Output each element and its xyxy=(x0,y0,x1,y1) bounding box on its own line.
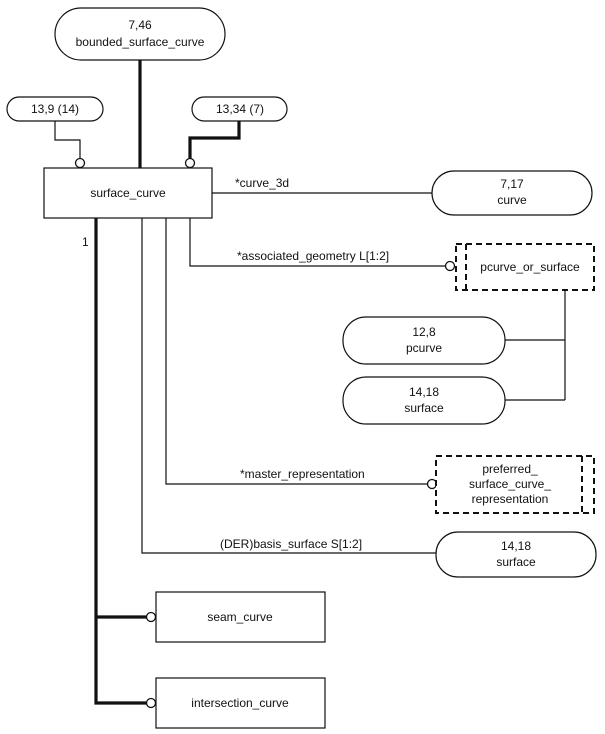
attr-line-associated-geometry xyxy=(189,218,446,267)
page-ref-label: 13,9 (14) xyxy=(31,102,79,116)
ref-name: surface xyxy=(404,401,444,415)
page-ref-13-9[interactable]: 13,9 (14) xyxy=(6,96,104,122)
type-preferred-surface-curve-representation[interactable]: preferred_ surface_curve_ representation xyxy=(435,455,595,514)
select-pcurve-or-surface[interactable]: pcurve_or_surface xyxy=(455,243,595,291)
type-name-line: preferred_ xyxy=(482,462,538,476)
type-name-line: representation xyxy=(472,492,549,506)
attr-label-master-representation: *master_representation xyxy=(240,467,365,481)
attr-label-curve-3d: *curve_3d xyxy=(235,176,289,190)
select-name: pcurve_or_surface xyxy=(480,260,580,274)
ref-number: 12,8 xyxy=(412,325,436,339)
attr-line-master-representation xyxy=(165,218,428,485)
relationship-circle xyxy=(145,611,157,623)
page-ref-link-left xyxy=(54,121,81,160)
entity-seam-curve[interactable]: seam_curve xyxy=(155,591,326,643)
ref-name: curve xyxy=(497,193,527,207)
ref-number: 14,18 xyxy=(501,539,531,553)
ref-name: surface xyxy=(496,555,536,569)
ref-surface-select[interactable]: 14,18 surface xyxy=(342,376,506,425)
relationship-circle xyxy=(145,697,157,709)
relationship-circle xyxy=(444,260,456,272)
subtype-tree-line xyxy=(94,218,151,705)
attr-label-associated-geometry: *associated_geometry L[1:2] xyxy=(237,249,389,263)
subtype-cardinality: 1 xyxy=(82,235,89,249)
entity-name: intersection_curve xyxy=(191,696,289,710)
entity-intersection-curve[interactable]: intersection_curve xyxy=(155,677,326,729)
page-ref-label: 13,34 (7) xyxy=(216,102,264,116)
ref-pcurve[interactable]: 12,8 pcurve xyxy=(342,316,506,365)
attr-line-basis-surface xyxy=(141,218,436,554)
supertype-name: bounded_surface_curve xyxy=(76,35,205,49)
ref-name: pcurve xyxy=(406,341,442,355)
relationship-circle xyxy=(184,157,196,169)
entity-name: seam_curve xyxy=(207,610,273,624)
ref-surface[interactable]: 14,18 surface xyxy=(435,531,597,578)
ref-number: 14,18 xyxy=(409,385,439,399)
supertype-bounded-surface-curve[interactable]: 7,46 bounded_surface_curve xyxy=(54,7,226,61)
attr-label-basis-surface: (DER)basis_surface S[1:2] xyxy=(220,537,362,551)
relationship-circle xyxy=(74,157,86,169)
ref-number: 7,17 xyxy=(500,177,524,191)
type-name-line: surface_curve_ xyxy=(469,477,551,491)
ref-curve[interactable]: 7,17 curve xyxy=(431,170,593,216)
page-ref-link-right xyxy=(188,121,241,160)
page-ref-13-34[interactable]: 13,34 (7) xyxy=(191,96,288,122)
entity-surface-curve[interactable]: surface_curve xyxy=(43,167,213,219)
entity-name: surface_curve xyxy=(90,186,166,200)
supertype-ref: 7,46 xyxy=(128,18,152,32)
